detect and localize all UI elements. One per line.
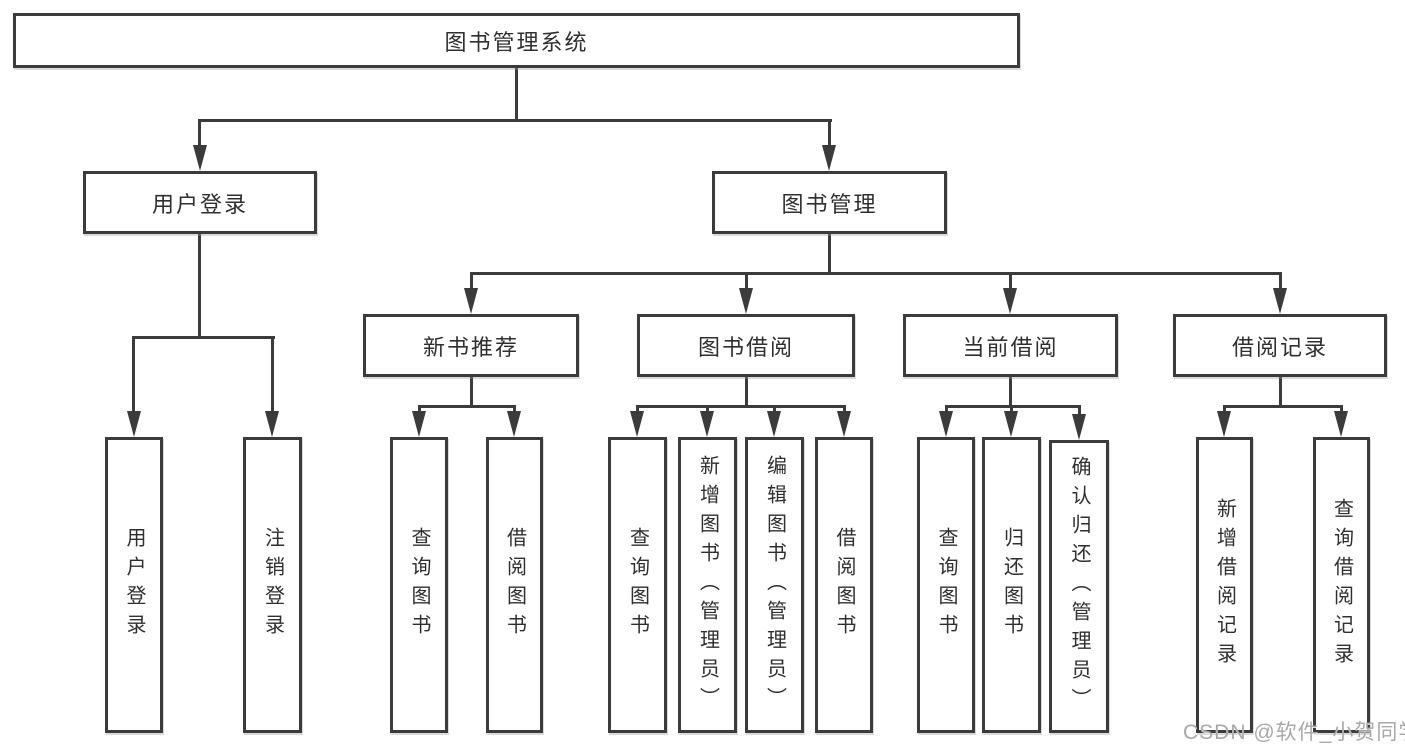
arrowhead-down-icon (939, 411, 953, 437)
arrowhead-down-icon (464, 288, 478, 314)
connector-line (470, 272, 1282, 275)
csdn-watermark: CSDN @软件_小贺同学 (1183, 721, 1405, 744)
node-library-management-system: 图书管理系统 (13, 13, 1020, 68)
arrowhead-down-icon (1003, 288, 1017, 314)
connector-line (1010, 405, 1013, 413)
arrowhead-down-icon (127, 411, 141, 437)
connector-line (199, 119, 832, 122)
connector-line (1078, 405, 1081, 416)
leaf-query-borrow-record: 查询借阅记录 (1313, 437, 1370, 733)
arrowhead-down-icon (822, 145, 836, 171)
arrowhead-down-icon (1217, 411, 1231, 437)
connector-line (828, 232, 831, 274)
connector-line (745, 272, 748, 290)
arrowhead-down-icon (837, 411, 851, 437)
connector-line (828, 119, 831, 147)
connector-line (470, 375, 473, 407)
arrowhead-down-icon (767, 411, 781, 437)
connector-line (1340, 405, 1343, 413)
arrowhead-down-icon (1072, 414, 1086, 440)
leaf-query-books-borrowing: 查询图书 (608, 437, 667, 733)
connector-line (271, 336, 274, 414)
leaf-return-books: 归还图书 (982, 437, 1041, 733)
arrowhead-down-icon (1334, 411, 1348, 437)
leaf-user-login: 用户登录 (105, 437, 163, 733)
arrowhead-down-icon (412, 411, 426, 437)
node-book-borrowing: 图书借阅 (637, 314, 855, 377)
connector-line (418, 405, 421, 413)
arrowhead-down-icon (1273, 288, 1287, 314)
arrowhead-down-icon (700, 411, 714, 437)
connector-line (843, 405, 846, 413)
leaf-query-books-current: 查询图书 (917, 437, 975, 733)
node-user-login: 用户登录 (83, 171, 317, 234)
connector-line (132, 336, 135, 414)
leaf-borrow-books-recommend: 借阅图书 (486, 437, 543, 733)
connector-line (636, 405, 639, 413)
leaf-logout: 注销登录 (243, 437, 302, 733)
arrowhead-down-icon (265, 411, 279, 437)
connector-line (198, 232, 201, 339)
connector-line (1009, 272, 1012, 290)
node-new-book-recommendation: 新书推荐 (363, 314, 579, 377)
connector-line (470, 272, 473, 290)
connector-line (1009, 375, 1012, 407)
leaf-query-books-recommend: 查询图书 (390, 437, 448, 733)
connector-line (1279, 272, 1282, 290)
leaf-edit-book-admin: 编辑图书（管理员） (745, 437, 804, 733)
leaf-add-borrow-record: 新增借阅记录 (1196, 437, 1253, 733)
connector-line (636, 405, 846, 408)
connector-line (133, 336, 275, 339)
node-book-management: 图书管理 (712, 171, 947, 234)
connector-line (418, 405, 516, 408)
leaf-confirm-return-admin: 确认归还（管理员） (1049, 440, 1109, 733)
leaf-add-book-admin: 新增图书（管理员） (678, 437, 737, 733)
connector-line (513, 405, 516, 413)
arrowhead-down-icon (630, 411, 644, 437)
arrowhead-down-icon (739, 288, 753, 314)
connector-line (1223, 405, 1226, 413)
node-current-borrowing: 当前借阅 (903, 314, 1118, 377)
connector-line (198, 119, 201, 147)
connector-line (706, 405, 709, 413)
leaf-borrow-books-borrowing: 借阅图书 (815, 437, 873, 733)
connector-line (773, 405, 776, 413)
arrowhead-down-icon (507, 411, 521, 437)
connector-line (1279, 375, 1282, 407)
arrowhead-down-icon (193, 145, 207, 171)
node-borrowing-records: 借阅记录 (1173, 314, 1387, 377)
connector-line (945, 405, 948, 413)
connector-line (945, 405, 1081, 408)
connector-line (515, 66, 518, 121)
arrowhead-down-icon (1004, 411, 1018, 437)
connector-line (1223, 405, 1343, 408)
connector-line (745, 375, 748, 407)
